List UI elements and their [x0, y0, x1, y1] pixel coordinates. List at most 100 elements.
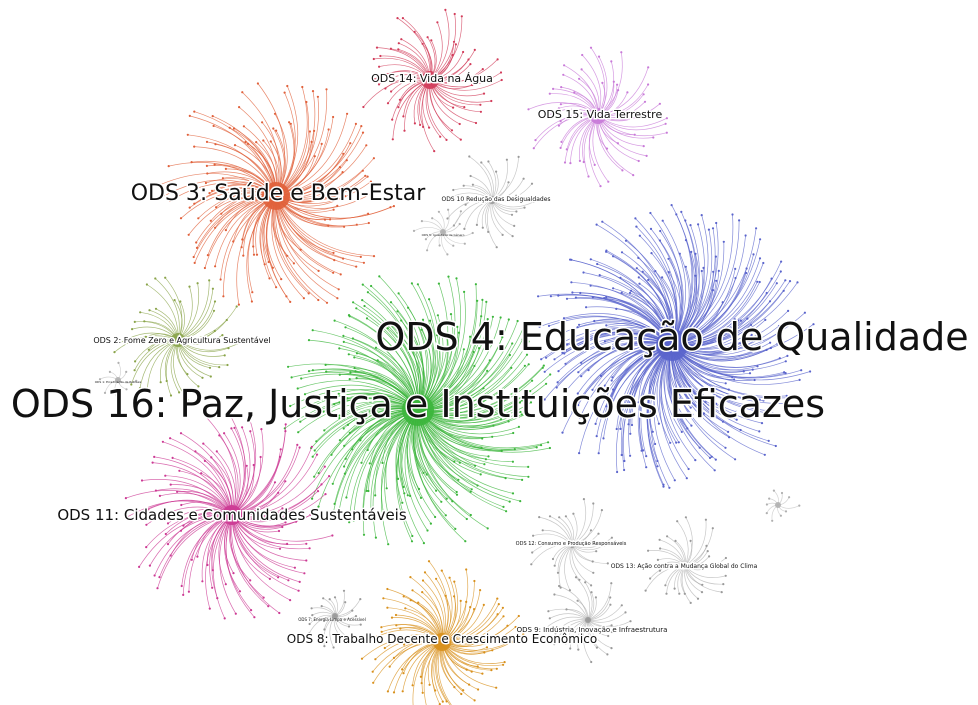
hub-node-ods4[interactable]	[656, 329, 688, 361]
leaf-node	[696, 405, 699, 408]
leaf-node	[279, 448, 282, 451]
leaf-node	[221, 334, 224, 337]
hub-node-ods1[interactable]	[115, 377, 121, 383]
edge	[575, 576, 591, 621]
leaf-node	[527, 108, 530, 111]
hub-node-ods14[interactable]	[421, 71, 439, 89]
leaf-node	[615, 307, 618, 310]
leaf-node	[214, 265, 217, 268]
leaf-node	[514, 625, 517, 629]
leaf-node	[421, 42, 424, 45]
leaf-node	[658, 102, 662, 105]
leaf-node	[788, 496, 791, 499]
leaf-node	[180, 503, 183, 507]
hub-node-ods7[interactable]	[332, 613, 338, 619]
leaf-node	[587, 175, 590, 178]
edge	[225, 514, 252, 611]
edge	[666, 535, 686, 567]
leaf-node	[721, 420, 725, 423]
edge	[486, 199, 497, 248]
leaf-node	[446, 197, 449, 200]
leaf-node	[637, 159, 640, 163]
edge	[558, 585, 589, 621]
leaf-node	[355, 352, 359, 355]
leaf-node	[375, 635, 378, 638]
leaf-node	[444, 594, 447, 597]
leaf-node	[521, 338, 524, 341]
hub-node-ods13[interactable]	[682, 563, 688, 569]
leaf-node	[529, 390, 532, 393]
leaf-node	[348, 378, 351, 381]
leaf-node	[511, 342, 514, 345]
leaf-node	[724, 574, 727, 577]
leaf-node	[784, 510, 788, 513]
edge	[533, 533, 573, 546]
leaf-node	[453, 580, 456, 583]
leaf-node	[389, 301, 393, 304]
leaf-node	[352, 519, 355, 523]
leaf-node	[531, 551, 534, 554]
hub-node-ods17[interactable]	[775, 502, 781, 508]
leaf-node	[272, 127, 275, 130]
leaf-node	[650, 252, 653, 255]
leaf-node	[212, 309, 216, 312]
hub-node-ods8[interactable]	[433, 633, 451, 651]
leaf-node	[698, 446, 701, 449]
leaf-node	[210, 189, 214, 192]
leaf-node	[474, 121, 478, 125]
leaf-node	[310, 607, 313, 610]
leaf-node	[747, 404, 750, 407]
hub-node-ods11[interactable]	[222, 505, 242, 525]
leaf-node	[563, 340, 566, 343]
leaf-node	[759, 238, 762, 241]
leaf-node	[483, 651, 486, 654]
hub-node-ods3[interactable]	[262, 182, 290, 210]
leaf-node	[565, 389, 568, 392]
edge	[671, 214, 694, 346]
leaf-node	[200, 472, 203, 475]
leaf-node	[353, 356, 356, 359]
hub-node-ods2[interactable]	[171, 333, 185, 347]
leaf-node	[779, 514, 783, 517]
cluster-ods17	[765, 489, 801, 522]
leaf-node	[487, 160, 490, 163]
leaf-node	[765, 503, 769, 506]
leaf-node	[571, 291, 574, 294]
hub-node-ods15[interactable]	[590, 108, 606, 124]
leaf-node	[422, 471, 425, 474]
leaf-node	[317, 505, 320, 508]
leaf-node	[223, 617, 226, 620]
hub-node-ods10[interactable]	[488, 196, 496, 204]
hub-node-ods16[interactable]	[402, 394, 434, 426]
leaf-node	[440, 569, 443, 572]
leaf-node	[465, 517, 468, 521]
hub-node-ods5[interactable]	[440, 229, 446, 235]
cluster-ods13	[644, 516, 728, 605]
cluster-ods8	[360, 560, 525, 705]
leaf-node	[482, 387, 485, 390]
leaf-node	[377, 83, 381, 86]
label-ods16: ODS 16: Paz, Justiça e Instituições Efic…	[11, 382, 825, 426]
leaf-node	[579, 291, 582, 295]
leaf-node	[612, 80, 615, 83]
leaf-node	[168, 199, 171, 202]
leaf-node	[486, 318, 489, 321]
leaf-node	[361, 169, 364, 172]
leaf-node	[605, 250, 608, 253]
hub-node-ods9[interactable]	[585, 617, 591, 623]
hub-node-ods12[interactable]	[569, 542, 575, 548]
leaf-node	[267, 605, 270, 608]
leaf-node	[367, 221, 370, 225]
leaf-node	[140, 510, 143, 513]
leaf-node	[338, 401, 341, 404]
leaf-node	[322, 597, 325, 600]
leaf-node	[462, 50, 465, 54]
leaf-node	[707, 228, 711, 231]
leaf-node	[522, 633, 525, 636]
leaf-node	[403, 643, 406, 646]
leaf-node	[339, 188, 342, 191]
leaf-node	[658, 569, 662, 572]
leaf-node	[259, 455, 262, 459]
leaf-node	[454, 43, 457, 46]
leaf-node	[397, 106, 400, 109]
